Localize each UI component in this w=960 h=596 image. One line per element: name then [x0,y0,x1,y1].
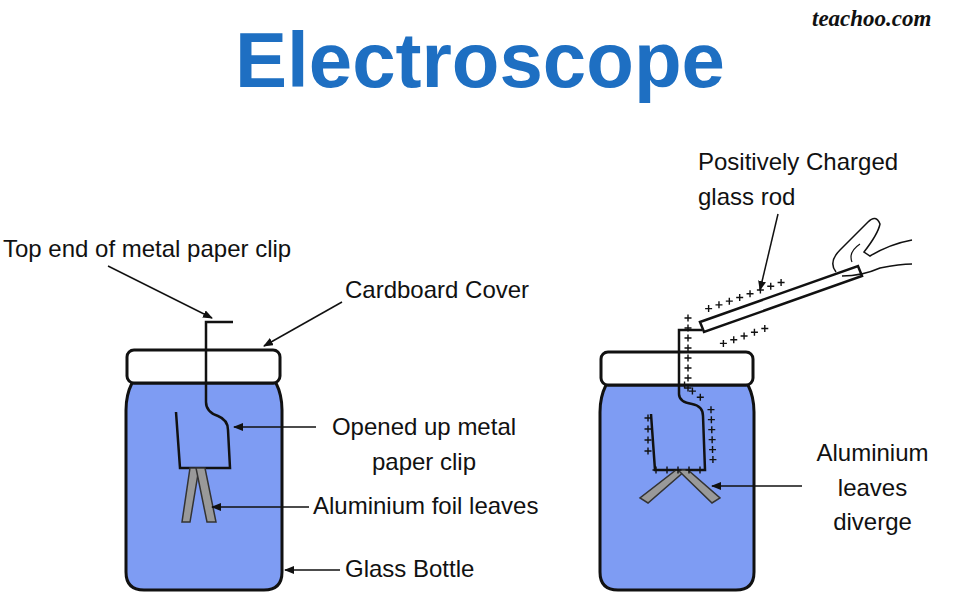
plus-sign [685,375,692,382]
plus-sign [778,279,785,286]
part-label: Aluminium leaves diverge [805,436,940,540]
part-label: Top end of metal paper clip [3,232,291,267]
plus-sign [747,290,754,297]
plus-sign [707,406,714,413]
plus-sign [708,426,715,433]
plus-sign [736,294,743,301]
plus-sign [730,336,737,343]
plus-sign [751,329,758,336]
part-label: Cardboard Cover [345,273,529,308]
plus-sign [685,335,692,342]
right-jar [600,330,754,590]
plus-sign [741,332,748,339]
plus-sign [685,325,692,332]
plus-sign [720,340,727,347]
plus-sign [653,467,660,474]
part-label: Opened up metal paper clip [318,410,530,480]
watermark: teachoo.com [812,2,931,35]
part-label: Positively Charged glass rod [698,145,916,215]
glass-rod [700,218,912,332]
plus-sign [685,365,692,372]
part-label: Glass Bottle [345,552,474,587]
plus-sign [685,355,692,362]
plus-sign [726,298,733,305]
left-jar [126,322,282,590]
part-label: Aluminium foil leaves [313,489,538,524]
plus-sign [685,315,692,322]
plus-sign [686,467,693,474]
plus-sign [709,446,716,453]
leader-lines [108,214,802,570]
plus-sign [708,416,715,423]
plus-sign [685,345,692,352]
plus-sign [697,467,704,474]
plus-sign [645,426,652,433]
plus-sign [689,388,696,395]
plus-sign [664,467,671,474]
charge-signs [645,279,785,473]
plus-sign [709,456,716,463]
plus-sign [645,437,652,444]
plus-sign [715,301,722,308]
plus-sign [767,283,774,290]
plus-sign [675,467,682,474]
plus-sign [645,448,652,455]
plus-sign [705,305,712,312]
plus-sign [681,381,688,388]
plus-sign [645,415,652,422]
plus-sign [761,325,768,332]
plus-sign [697,394,704,401]
plus-sign [709,436,716,443]
